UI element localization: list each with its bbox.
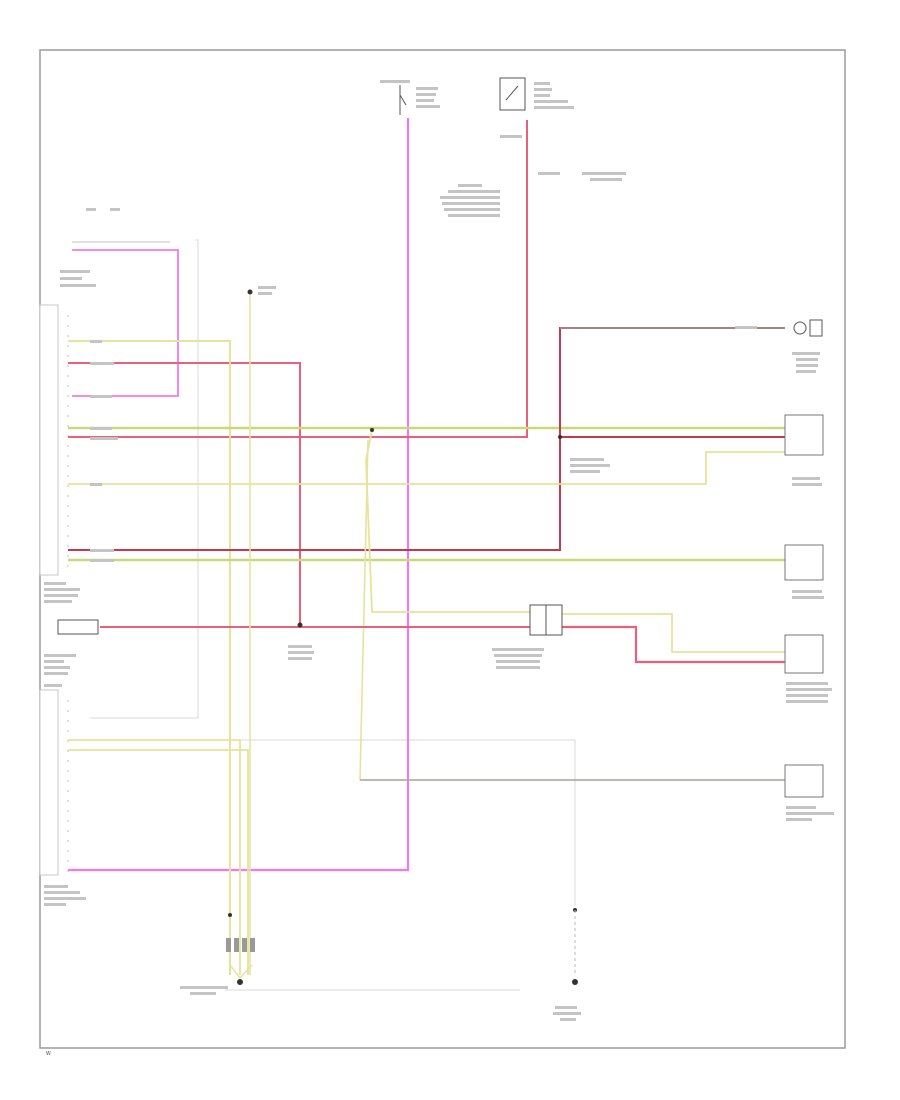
label-blocks — [44, 80, 834, 1021]
relay-switch — [499, 77, 526, 111]
wire-red-mid — [68, 362, 301, 625]
left-sensor-icon — [57, 619, 99, 635]
ground-right-icon — [572, 910, 578, 985]
ground-left-icon — [226, 938, 255, 985]
wire-yellow-bottom-1 — [68, 739, 241, 975]
wire-pink-top-left — [72, 249, 179, 397]
footer-code: W — [46, 1051, 51, 1057]
wire-yellow-upper — [68, 340, 231, 975]
wire-red-relay — [68, 120, 528, 438]
left-connector-top — [39, 304, 69, 576]
component-right-1 — [784, 414, 824, 456]
component-right-2 — [784, 544, 824, 581]
short-connector — [529, 604, 563, 636]
splice-points — [228, 289, 577, 917]
wire-yellow-bottom-2 — [68, 749, 249, 975]
wire-yellow-484 — [68, 451, 785, 485]
wire-yellow-652 — [562, 613, 785, 653]
component-right-3 — [784, 634, 824, 674]
wire-pink-main — [68, 118, 410, 872]
wire-red-627-right — [562, 625, 785, 664]
background-guides — [90, 239, 576, 991]
component-right-4 — [784, 764, 824, 798]
sensor-icon — [793, 319, 823, 337]
wire-diagonal-bundle — [365, 429, 530, 613]
ignition-switch — [399, 85, 407, 115]
left-connector-bottom — [39, 689, 69, 876]
